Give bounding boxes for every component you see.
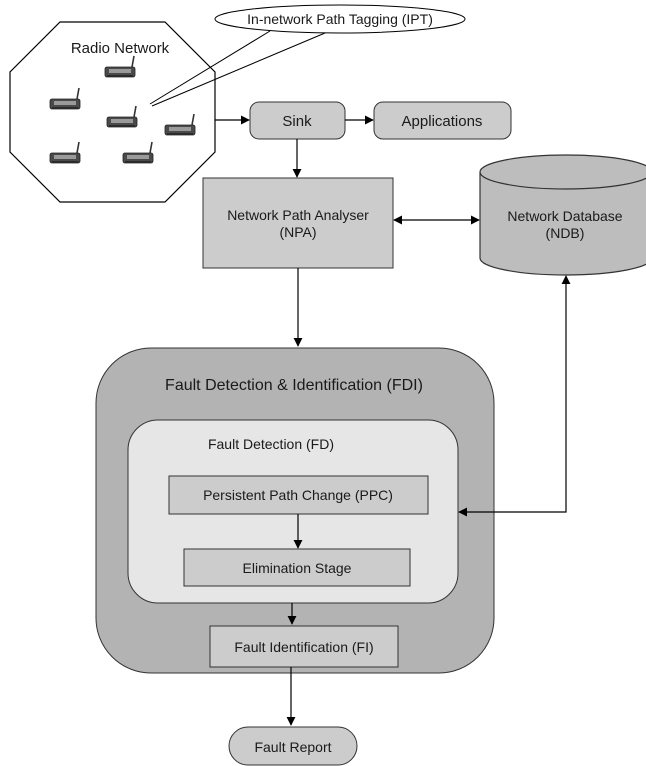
sink-label: Sink xyxy=(282,113,312,130)
fdi-label: Fault Detection & Identification (FDI) xyxy=(165,377,423,394)
fi-node xyxy=(209,625,399,668)
arrow-ndb-to-ppc xyxy=(458,275,571,517)
ppc-label: Persistent Path Change (PPC) xyxy=(203,487,393,503)
ndb-database-icon xyxy=(479,154,646,276)
ndb-label-line2: (NDB) xyxy=(546,225,585,241)
fd-label: Fault Detection (FD) xyxy=(208,436,334,452)
ipt-callout-bubble xyxy=(214,4,466,34)
npa-label-line1: Network Path Analyser xyxy=(227,207,369,223)
elimination-node xyxy=(183,548,411,587)
ndb-label-line1: Network Database xyxy=(507,208,622,224)
ipt-callout-pointer xyxy=(151,32,326,107)
elimination-label: Elimination Stage xyxy=(243,560,352,576)
applications-label: Applications xyxy=(402,113,483,130)
npa-label-line2: (NPA) xyxy=(279,224,316,240)
ppc-node xyxy=(168,475,429,515)
ipt-callout-label: In-network Path Tagging (IPT) xyxy=(247,11,433,27)
fault-report-node xyxy=(228,726,358,766)
radio-network-label: Radio Network xyxy=(71,40,170,57)
applications-node xyxy=(373,101,512,140)
npa-node xyxy=(202,177,394,269)
fi-label: Fault Identification (FI) xyxy=(234,639,373,655)
ipt-callout-pointer xyxy=(149,30,271,105)
fault-report-label: Fault Report xyxy=(254,739,331,755)
